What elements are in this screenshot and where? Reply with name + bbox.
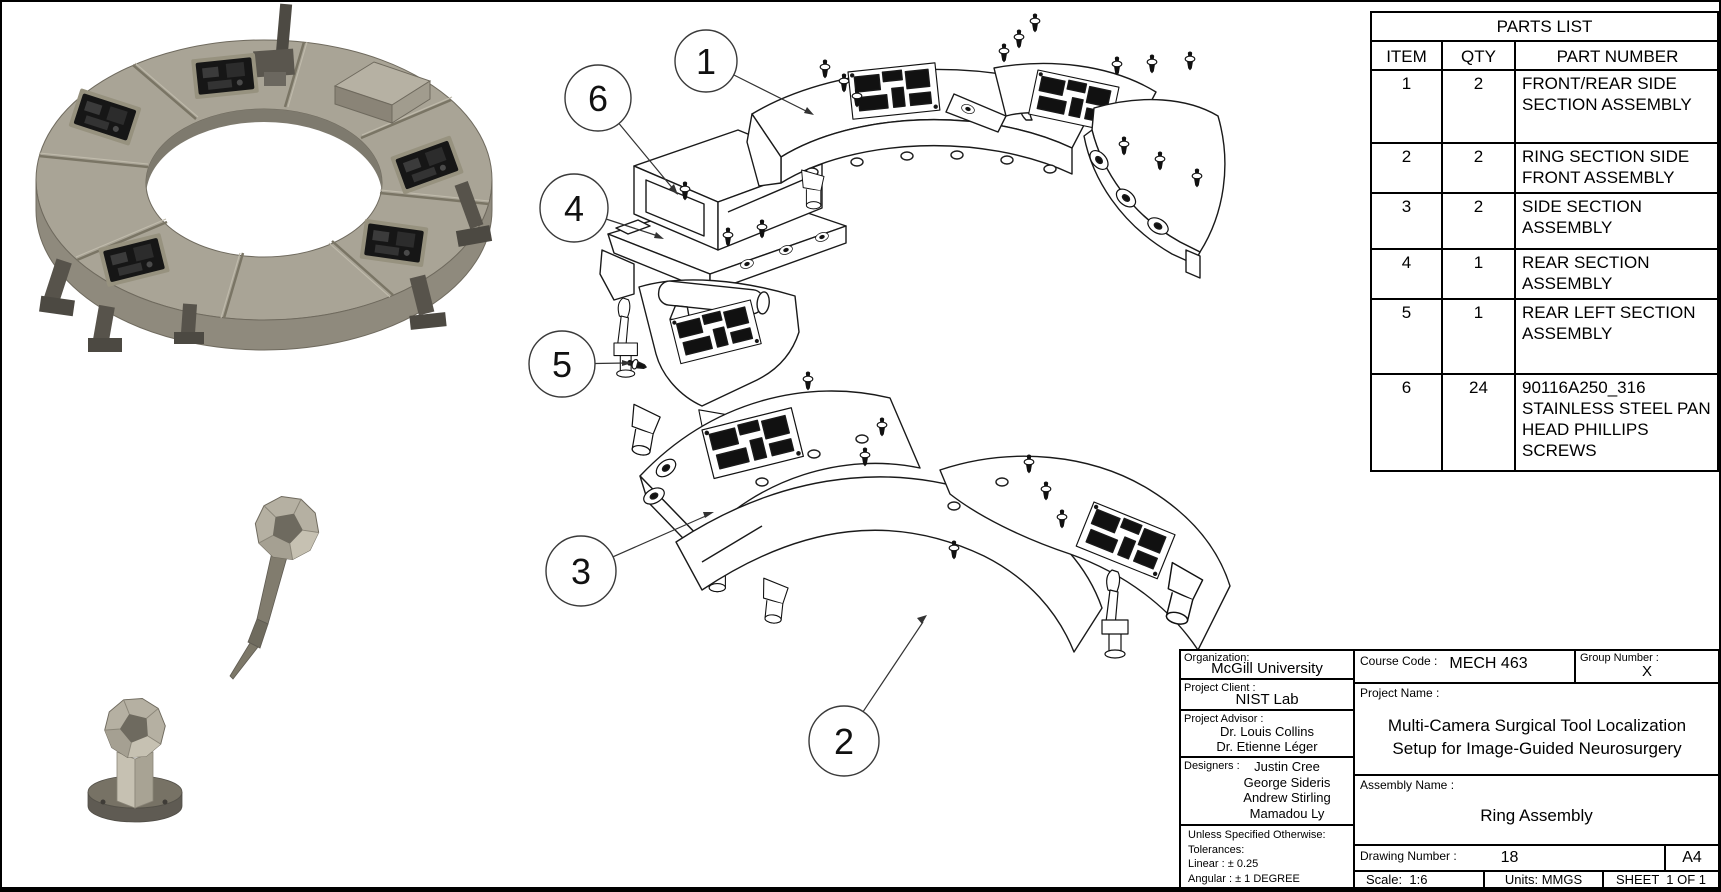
project-client-label: Project Client : (1184, 682, 1256, 694)
tolerance-line: Linear : ± 0.25 (1188, 858, 1259, 870)
parts-list-table: PARTS LIST ITEM QTY PART NUMBER 1 2 FRON… (1370, 11, 1719, 472)
units-value: MMGS (1541, 872, 1583, 887)
designers: Justin Cree George Sideris Andrew Stirli… (1220, 759, 1354, 821)
units-cell: Units: MMGS (1484, 872, 1603, 887)
assembly-name-label: Assembly Name : (1360, 778, 1455, 792)
tolerance-line: Angular : ± 1 DEGREE (1188, 872, 1300, 885)
group-number-value: X (1641, 663, 1652, 680)
parts-list-header: ITEM QTY PART NUMBER (1372, 42, 1717, 71)
camera-module (191, 52, 259, 100)
table-row: 1 2 FRONT/REAR SIDE SECTION ASSEMBLY (1372, 71, 1717, 144)
cell-qty: 1 (1443, 250, 1516, 298)
group-number-label: Group Number : (1580, 652, 1659, 664)
ring-section-side-front-fan (1083, 98, 1226, 279)
cell-item: 6 (1372, 375, 1443, 470)
col-header-part-number: PART NUMBER (1556, 47, 1679, 66)
designers-label: Designers : (1184, 760, 1240, 772)
table-row: 6 24 90116A250_316 STAINLESS STEEL PAN H… (1372, 375, 1717, 470)
designer-name: George Sideris (1243, 774, 1331, 790)
drawing-number-value: 18 (1500, 849, 1519, 866)
electronics-box (333, 61, 432, 124)
col-header-item: ITEM (1372, 42, 1443, 69)
project-advisors: Dr. Louis Collins Dr. Etienne Léger (1180, 724, 1354, 754)
cell-part-number: 90116A250_316 STAINLESS STEEL PAN HEAD P… (1522, 378, 1711, 460)
assembly-name-value: Ring Assembly (1480, 806, 1593, 825)
sheet-label: SHEET (1615, 872, 1660, 887)
units-label: Units: (1504, 872, 1539, 887)
balloon-5-label: 5 (552, 344, 572, 385)
side-section-assembly (639, 390, 921, 625)
organization-value: McGill University (1211, 660, 1323, 677)
organization-label: Organization: (1184, 652, 1250, 664)
scale-value: 1:6 (1409, 872, 1428, 887)
table-row: 3 2 SIDE SECTION ASSEMBLY (1372, 194, 1717, 250)
cell-part-number: REAR LEFT SECTION ASSEMBLY (1522, 303, 1696, 343)
cell-qty: 2 (1443, 144, 1516, 192)
cell-qty: 2 (1443, 71, 1516, 142)
project-name-label: Project Name : (1360, 686, 1440, 700)
cell-item: 4 (1372, 250, 1443, 298)
table-row: 2 2 RING SECTION SIDE FRONT ASSEMBLY (1372, 144, 1717, 194)
designer-name: Andrew Stirling (1243, 790, 1331, 805)
advisor-name: Dr. Etienne Léger (1216, 739, 1318, 754)
rear-left-section-assembly (613, 279, 800, 458)
scale-label: Scale: (1366, 872, 1403, 887)
tolerance-line: Tolerances: (1188, 843, 1245, 856)
balloon-2-label: 2 (834, 721, 854, 762)
cell-part-number: REAR SECTION ASSEMBLY (1522, 253, 1650, 293)
side-section-assembly-right (939, 455, 1231, 659)
cell-item: 5 (1372, 300, 1443, 373)
cell-qty: 1 (1443, 300, 1516, 373)
ring-clamp-legs (39, 180, 493, 352)
course-code-value: MECH 463 (1449, 655, 1528, 672)
balloon-1 (674, 29, 738, 93)
balloon-4 (539, 173, 609, 243)
balloon-6 (564, 64, 632, 132)
cell-qty: 24 (1443, 375, 1516, 470)
paper-size: A4 (1682, 849, 1702, 866)
cell-part-number: SIDE SECTION ASSEMBLY (1522, 197, 1642, 237)
balloon-2 (808, 705, 880, 777)
project-advisor-label: Project Advisor : (1184, 713, 1264, 725)
project-client-value: NIST Lab (1235, 691, 1299, 708)
sheet-cell: SHEET 1 OF 1 (1603, 872, 1719, 887)
parts-list-title: PARTS LIST (1372, 13, 1717, 42)
cell-part-number: FRONT/REAR SIDE SECTION ASSEMBLY (1522, 74, 1692, 114)
advisor-name: Dr. Louis Collins (1220, 724, 1314, 739)
balloon-3-label: 3 (571, 551, 591, 592)
balloon-leaders (594, 74, 927, 713)
tolerance-line: Unless Specified Otherwise: (1188, 829, 1326, 841)
balloon-4-label: 4 (564, 188, 584, 229)
cell-item: 2 (1372, 144, 1443, 192)
sheet-value: 1 OF 1 (1666, 872, 1707, 887)
balloon-1-label: 1 (696, 41, 716, 82)
balloon-3 (545, 535, 617, 607)
ring-segment-dividers (38, 41, 490, 319)
designer-name: Justin Cree (1254, 759, 1320, 774)
col-header-qty: QTY (1443, 42, 1516, 69)
cell-qty: 2 (1443, 194, 1516, 248)
cell-part-number: RING SECTION SIDE FRONT ASSEMBLY (1522, 147, 1690, 187)
balloon-6-label: 6 (588, 78, 608, 119)
designer-name: Mamadou Ly (1249, 805, 1325, 821)
course-code-label: Course Code : (1360, 654, 1438, 668)
table-row: 5 1 REAR LEFT SECTION ASSEMBLY (1372, 300, 1717, 375)
ring-mast (253, 3, 295, 86)
ring-assembly-render (35, 3, 493, 352)
tolerances-block: Unless Specified Otherwise: Tolerances: … (1188, 828, 1326, 886)
scale-cell: Scale: 1:6 (1366, 872, 1427, 887)
balloon-5 (528, 330, 596, 398)
tracked-stylus-render (229, 490, 323, 680)
cell-item: 1 (1372, 71, 1443, 142)
stylus-stand-render (87, 691, 183, 823)
project-name-value: Multi-Camera Surgical Tool Localization … (1387, 716, 1687, 758)
table-row: 4 1 REAR SECTION ASSEMBLY (1372, 250, 1717, 300)
drawing-number-label: Drawing Number : (1360, 849, 1457, 863)
title-block-grid (1179, 649, 1719, 887)
cell-item: 3 (1372, 194, 1443, 248)
balloons: 1 6 4 5 3 2 (528, 29, 880, 777)
